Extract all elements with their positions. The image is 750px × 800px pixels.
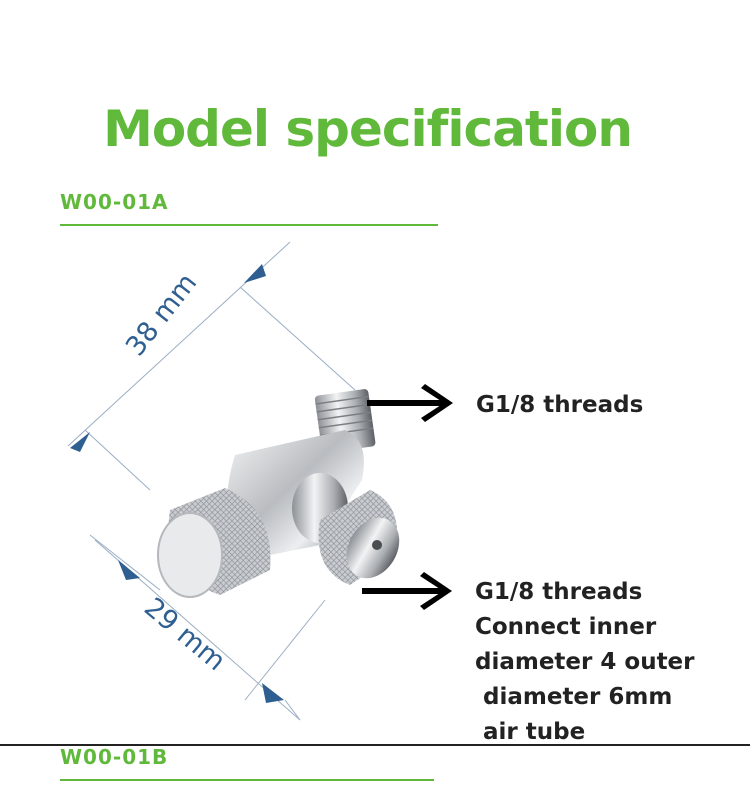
spec-bottom-line-3: diameter 4 outer [475,649,695,675]
arrow-38-bottom [70,432,90,452]
spec-bottom-line-4: diameter 6mm [475,684,673,710]
section-divider [0,744,750,746]
spec-bottom-line-1: G1/8 threads [475,579,643,605]
arrow-top-threads [367,384,453,422]
arrow-29-right [262,683,284,703]
arrow-29-left [118,560,140,580]
spec-bottom-block: G1/8 threads Connect inner diameter 4 ou… [475,575,695,750]
model-a-underline [60,224,438,226]
model-label-a: W00-01A [60,190,169,214]
valve-fitting-image [157,389,400,598]
spec-bottom-line-5: air tube [475,719,586,745]
model-label-b: W00-01B [60,745,169,769]
page-title: Model specification [103,100,633,158]
spec-top-threads: G1/8 threads [476,392,644,418]
spec-bottom-line-2: Connect inner [475,614,657,640]
arrow-38-top [244,264,266,283]
model-b-underline [60,779,434,781]
arrow-bottom-threads [362,572,452,610]
